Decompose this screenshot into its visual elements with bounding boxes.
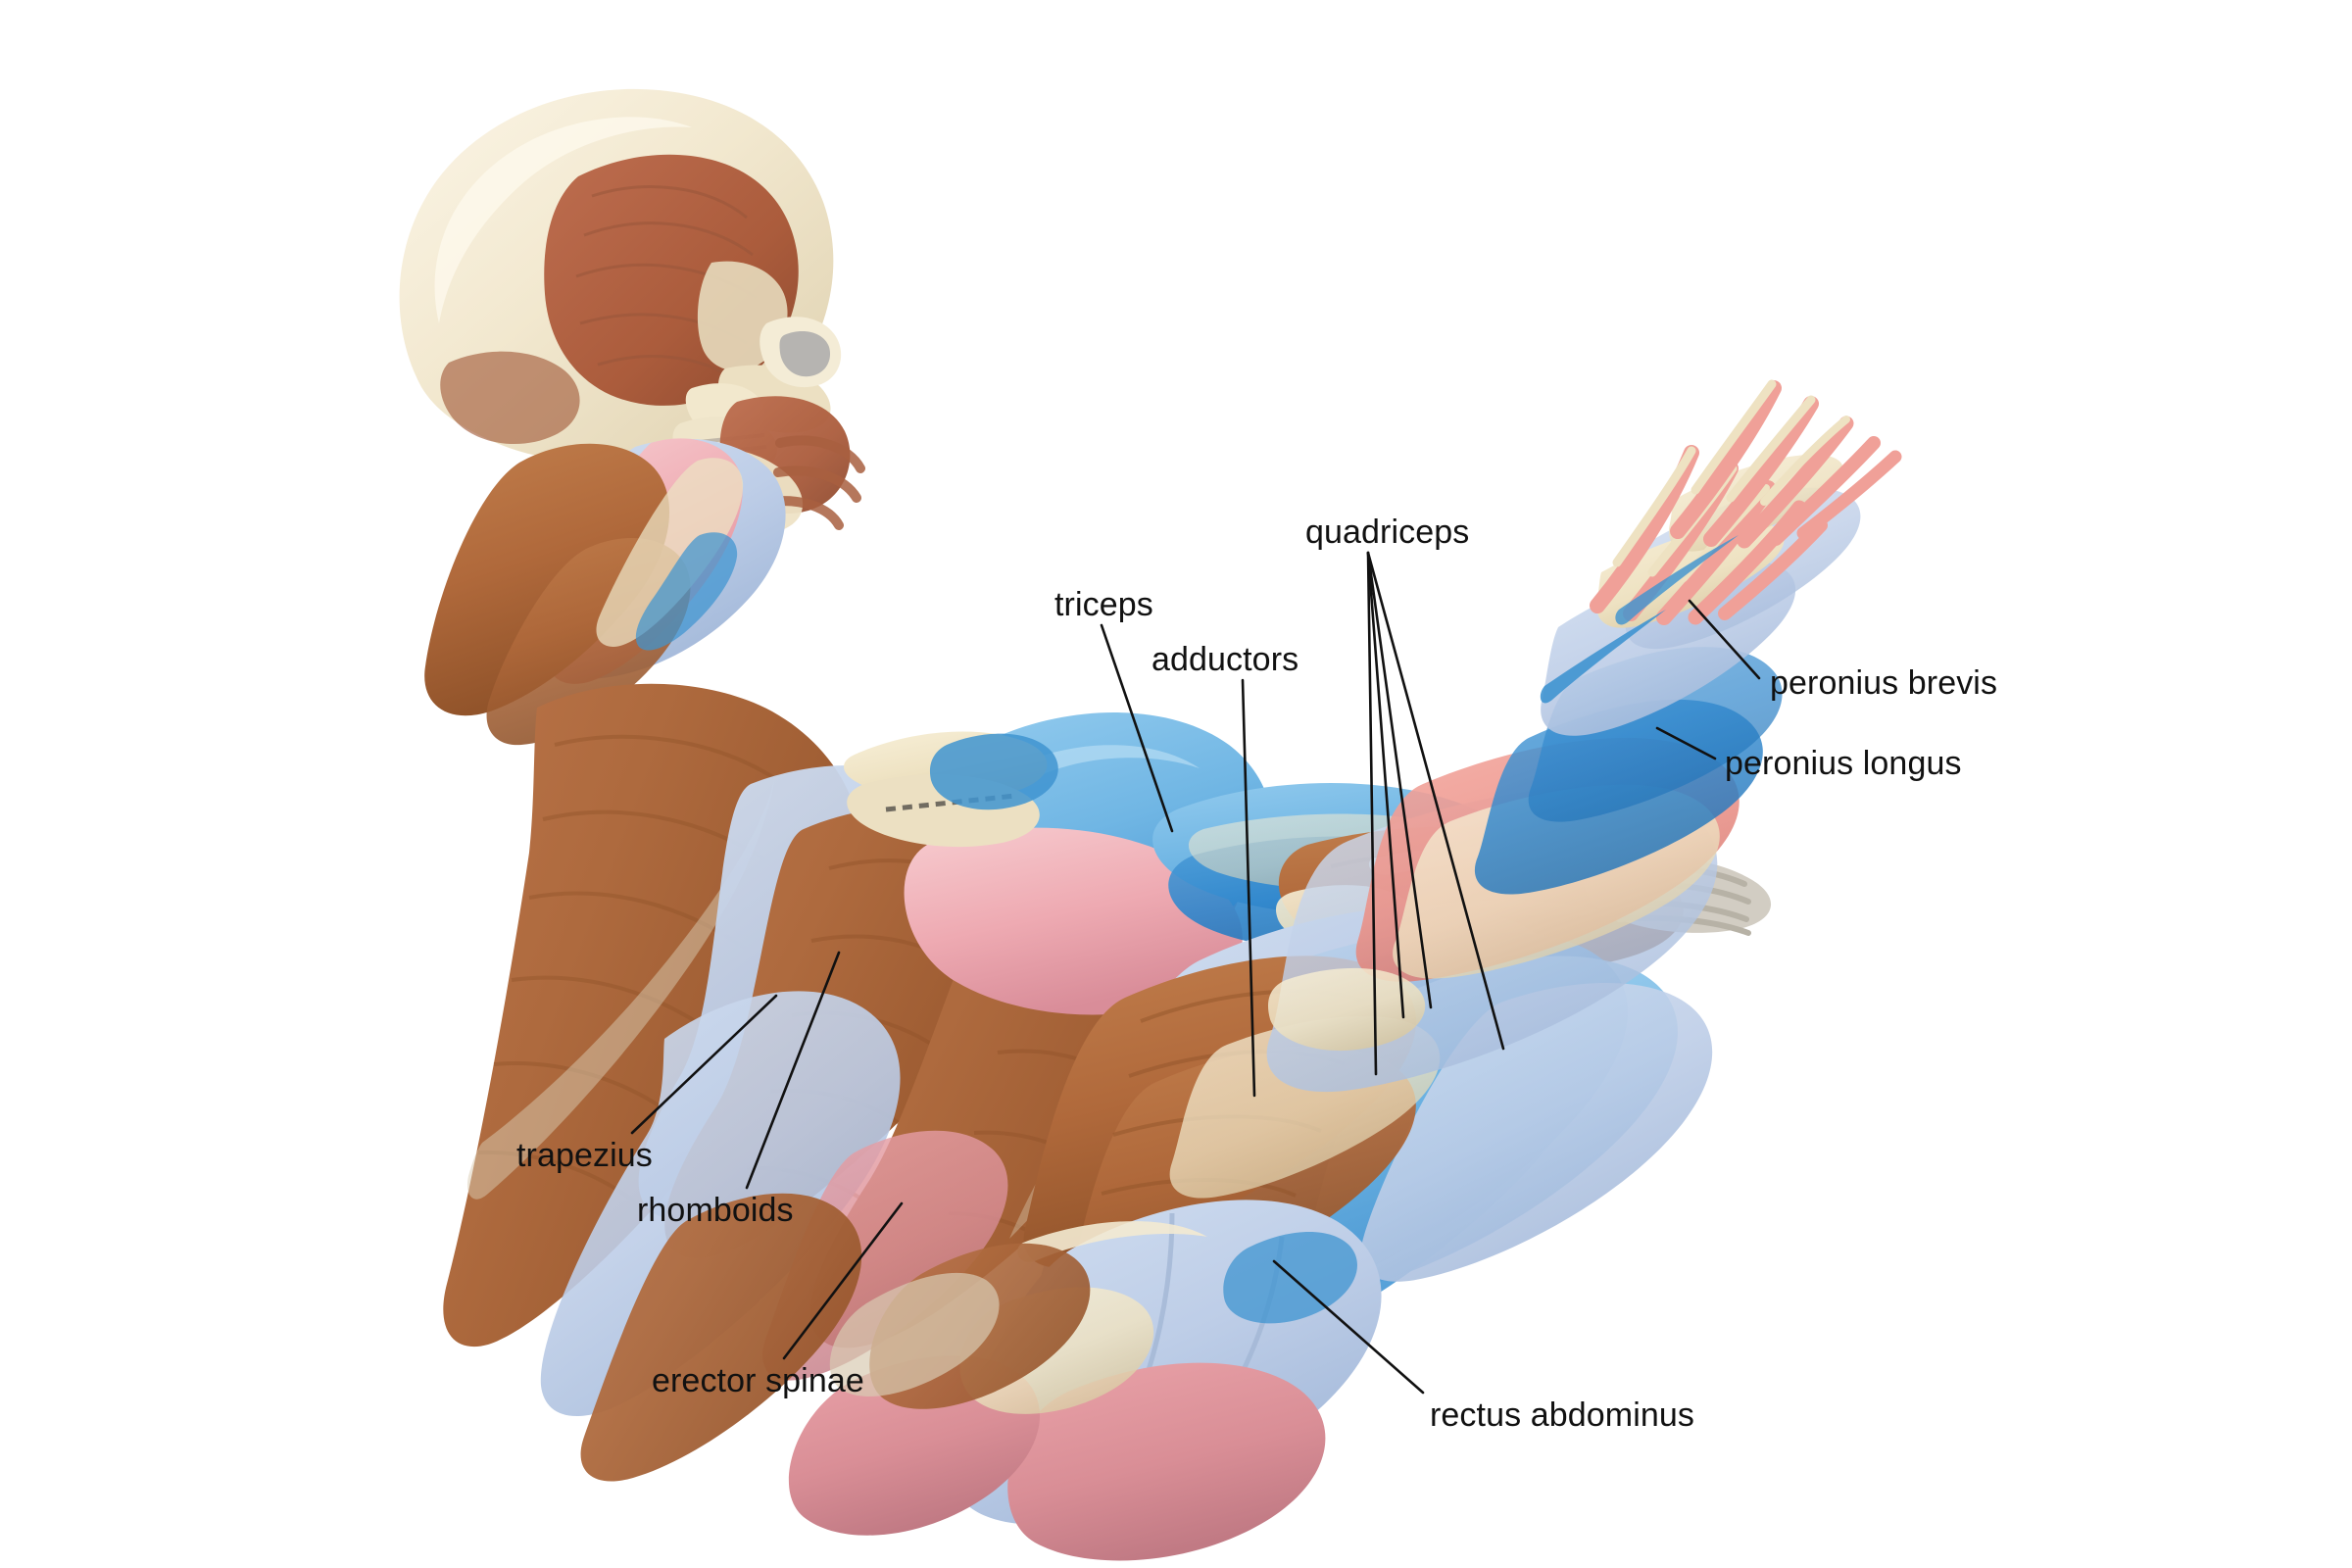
leader-peronius-longus [1655,726,1717,760]
leader-quadriceps-4 [1366,551,1505,1051]
cranium-highlight [434,117,692,323]
toe-tendons-far [1670,380,1902,549]
label-peronius-brevis: peronius brevis [1770,664,1998,702]
orbit-socket [779,331,831,377]
temporalis-fiber-streaks [575,185,758,380]
ankle-tendon-near [1540,610,1666,704]
neck-group [424,438,786,746]
feet-group [1540,379,1902,736]
ankle-tendon-far [1615,535,1739,625]
ilium-pale-edge [1017,1221,1207,1262]
glute-deep-blue-accent [1223,1232,1357,1324]
splenius-capitis [424,443,670,716]
lateral-torso-pale-blue [540,991,901,1417]
label-trapezius: trapezius [516,1137,653,1174]
neck-deep-blue-strip [635,532,738,651]
toe-bones-far [1690,379,1850,506]
label-triceps: triceps [1054,586,1153,623]
pectoralis-major [904,827,1243,1015]
psoas-pale-strip [829,1272,1000,1396]
label-rhomboids: rhomboids [637,1192,794,1229]
subscapular-blue-wedge [929,733,1058,810]
obliques-brown-band [580,1193,862,1482]
leader-rectus-abdominus [1272,1259,1425,1395]
leader-peronius-brevis [1688,599,1761,680]
leader-quadriceps-2 [1366,551,1405,1019]
leader-quadriceps-3 [1366,551,1433,1009]
leader-quadriceps-1 [1366,551,1378,1076]
label-adductors: adductors [1152,641,1299,678]
pelvis-group [788,1200,1382,1561]
thigh-pale-outer-edge [1360,982,1713,1282]
occipital-muscle-patch [440,351,580,445]
label-rectus-abdominus: rectus abdominus [1430,1396,1694,1434]
label-quadriceps: quadriceps [1305,514,1470,551]
leader-adductors [1241,678,1256,1098]
leader-erector-spinae [782,1201,904,1360]
trapezius-pale-edge [466,780,774,1200]
hamstring-pink-lobe-right [1007,1362,1326,1561]
leader-lines [630,551,1761,1395]
cervical-spine-bone [596,458,744,647]
trapezius-fiber-streaks [477,734,776,1205]
knee-joint-bone [1267,967,1426,1052]
label-erector-spinae: erector spinae [652,1362,864,1399]
leader-rhomboids [745,951,841,1190]
label-peronius-longus: peronius longus [1725,745,1962,782]
leader-triceps [1100,623,1174,833]
leader-trapezius [630,994,778,1135]
